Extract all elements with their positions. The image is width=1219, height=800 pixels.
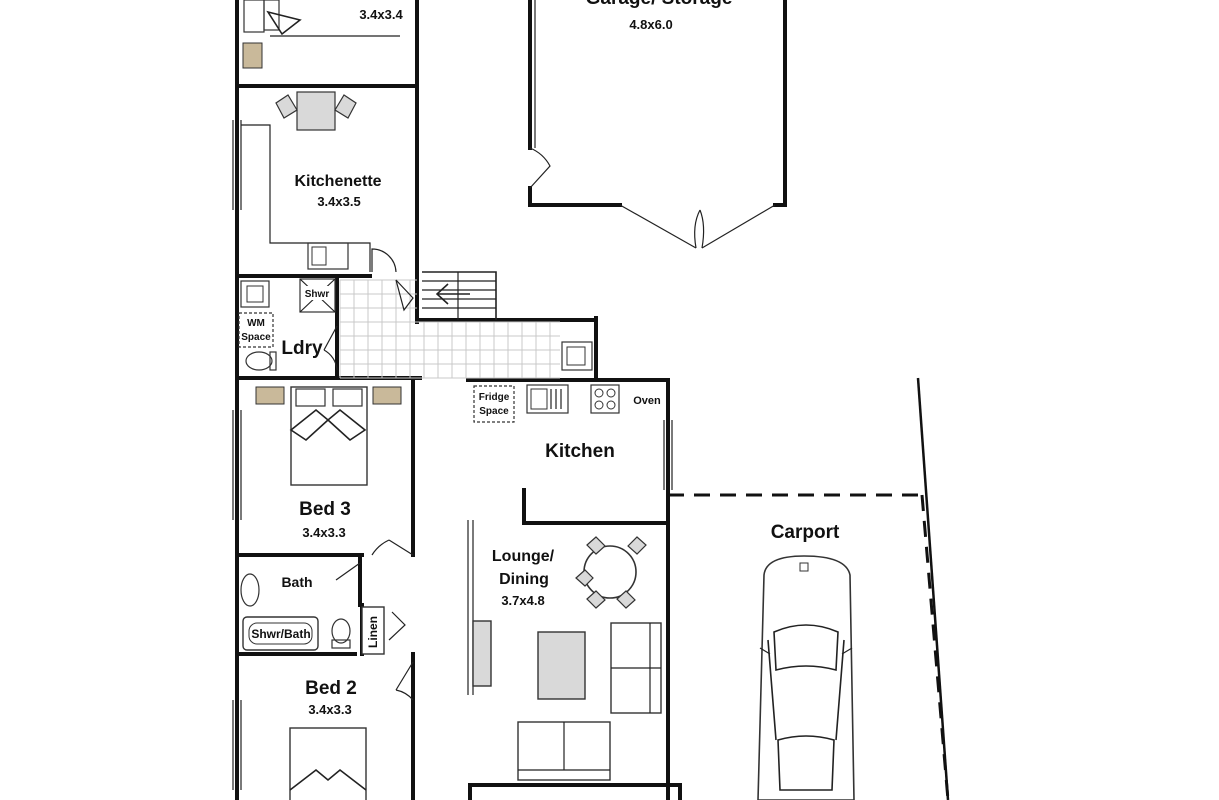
bed3-label: Bed 3 [299,499,351,520]
garage-label: Garage/ Storage [586,0,733,9]
kitchen-sink [526,384,569,414]
tv-unit [472,620,492,687]
bedside-table [255,386,285,405]
carport-area: Carport [668,377,950,800]
lounge-label-1: Lounge/ [492,548,555,565]
bath-toilet [331,618,351,644]
kitchen-room: Fridge Space Oven Kitchen [473,341,661,462]
kitchenette-sink [307,242,349,270]
bedside-table [242,42,263,69]
tub-label: Shwr/Bath [251,627,310,641]
bed4-bed [243,0,265,33]
toilet [245,351,273,371]
bed2-bed [289,727,367,800]
kitchenette-room: Kitchenette 3.4x3.5 [241,91,397,273]
chair [616,590,636,609]
fridge-label-2: Space [479,406,509,417]
garage-door-left [619,204,697,249]
kitchenette-label: Kitchenette [294,173,381,190]
garage-dim: 4.8x6.0 [629,17,672,32]
carport-label: Carport [771,522,840,543]
garage-side-door [529,147,551,189]
bed3-bed [290,386,368,486]
laundry-label: Ldry [281,338,323,359]
chair [334,94,357,119]
kitchenette-table [296,91,336,131]
oven-label: Oven [633,395,661,407]
bedside-table [372,386,402,405]
fridge-label-1: Fridge [479,392,510,403]
bed3-room: Bed 3 3.4x3.3 [255,386,414,556]
linen-label: Linen [366,616,380,648]
fridge-space [473,385,515,423]
chair [627,536,647,555]
linen-door [388,611,406,641]
coffee-table [537,631,586,700]
shower-bath-tub [242,616,319,651]
bed2-room: Bed 2 3.4x3.3 [289,661,414,800]
kitchenette-door [371,248,397,273]
bath-basin [240,573,260,607]
bath-label: Bath [281,574,312,590]
bed3-door [388,539,414,556]
dining-table [583,545,637,599]
bath-door [335,562,361,581]
bed2-door [395,661,414,691]
garage-room: Garage/ Storage 4.8x6.0 [529,0,776,249]
bed2-label: Bed 2 [305,678,357,699]
chair [275,94,298,119]
bed4-room: 3.4x3.4 [242,0,403,69]
chair [586,536,606,555]
kitchenette-dim: 3.4x3.5 [317,194,360,209]
laundry-door [323,325,338,351]
wm-label-1: WM [247,318,265,329]
tub-sink [240,280,270,308]
chair [575,569,594,587]
laundry-room: Shwr WM Space Ldry [238,278,338,371]
corridor-sink [561,341,593,371]
corridor-tiles [339,279,560,379]
linen-closet [361,606,385,655]
wm-label-2: Space [241,332,271,343]
cooktop [590,384,620,414]
stairs [395,271,497,320]
bed4-dim: 3.4x3.4 [359,7,403,22]
bath-room: Bath Shwr/Bath Linen [240,562,406,655]
bed3-dim: 3.4x3.3 [302,525,345,540]
shower-label: Shwr [305,289,330,300]
washing-machine-space [238,312,274,348]
chair [586,590,606,609]
stairs-arrow-icon [435,283,470,305]
garage-door-right [701,204,776,249]
kitchen-label: Kitchen [545,441,615,462]
lounge-dining-room: Lounge/ Dining 3.7x4.8 [472,536,662,781]
lounge-label-2: Dining [499,571,549,588]
car-icon [757,555,855,800]
lounge-dim: 3.7x4.8 [501,593,544,608]
bed2-dim: 3.4x3.3 [308,702,351,717]
